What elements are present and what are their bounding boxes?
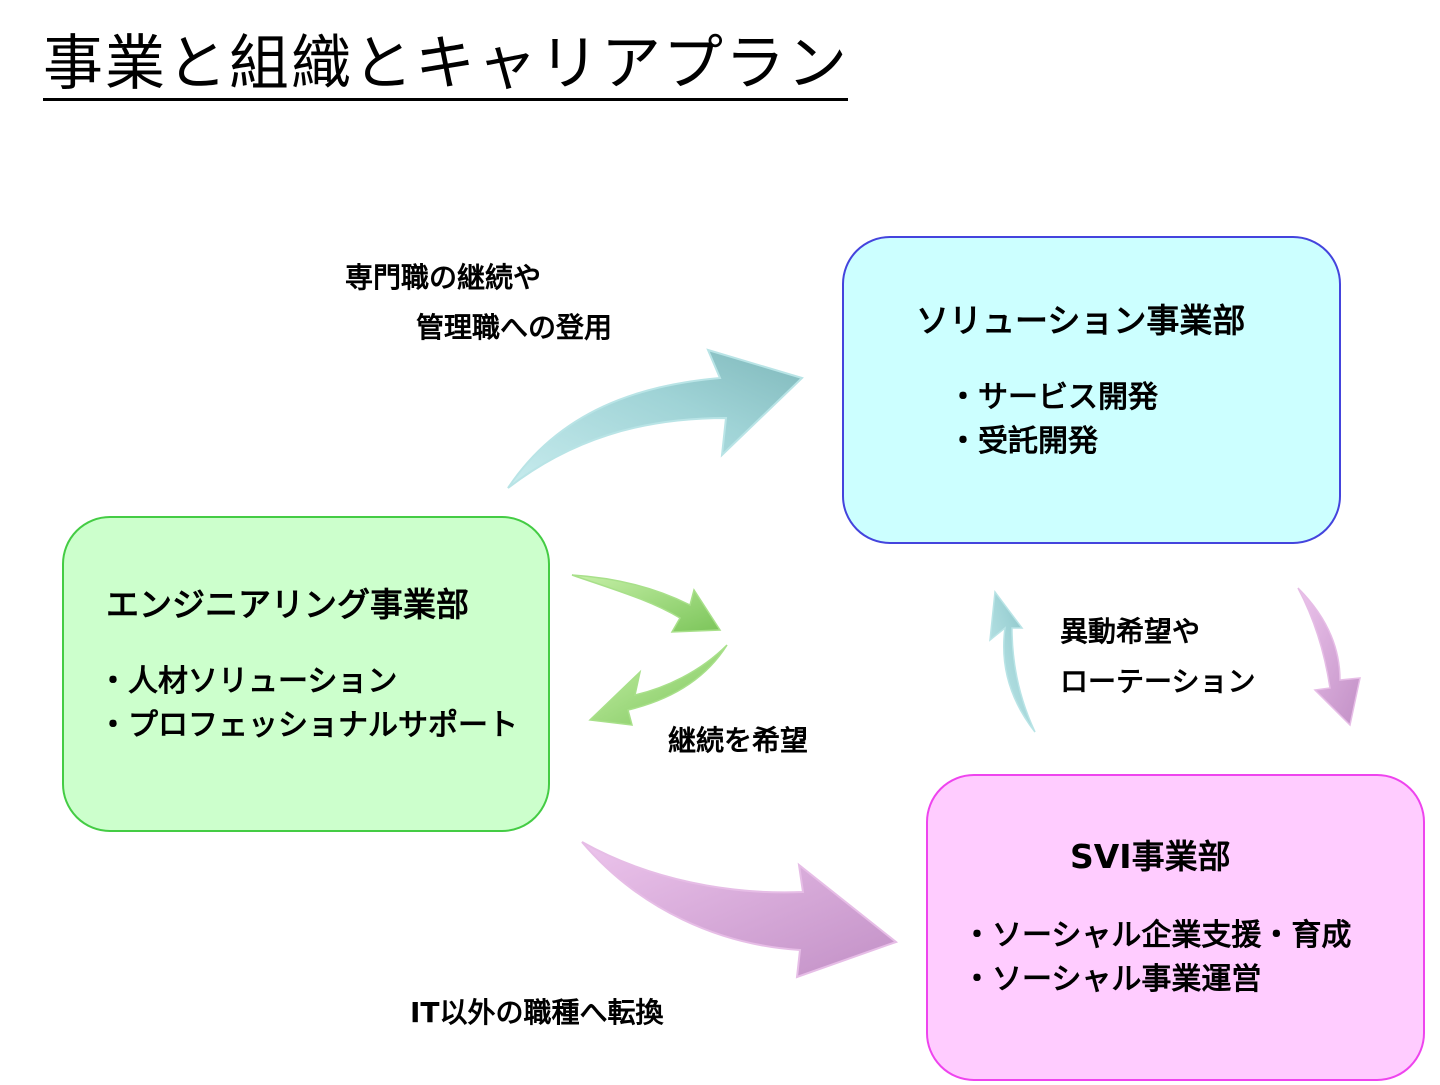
svi-department-title: SVI事業部 (1070, 837, 1231, 876)
solution-department-box: ソリューション事業部 ・サービス開発 ・受託開発 (842, 236, 1341, 544)
engineering-department-title: エンジニアリング事業部 (106, 585, 469, 624)
label-to-svi: IT以外の職種へ転換 (410, 996, 664, 1029)
label-rotation-line1: 異動希望や (1060, 615, 1201, 648)
label-to-solution-line1: 専門職の継続や (345, 261, 542, 294)
solution-department-title: ソリューション事業部 (916, 301, 1246, 340)
svi-item: ・ソーシャル事業運営 (962, 962, 1262, 997)
label-continue: 継続を希望 (668, 724, 809, 757)
label-to-solution-line2: 管理職への登用 (416, 311, 613, 344)
arrow-rotation-up-icon (989, 590, 1036, 733)
arrow-continue-left-icon (588, 644, 728, 726)
engineering-department-box: エンジニアリング事業部 ・人材ソリューション ・プロフェッショナルサポート (62, 516, 550, 832)
engineering-item: ・人材ソリューション (98, 664, 398, 699)
solution-department-items: ・サービス開発 ・受託開発 (948, 376, 1158, 464)
solution-item: ・受託開発 (948, 424, 1098, 459)
svi-department-box: SVI事業部 ・ソーシャル企業支援・育成 ・ソーシャル事業運営 (926, 774, 1425, 1081)
label-rotation-line2: ローテーション (1060, 665, 1256, 698)
page-title: 事業と組織とキャリアプラン (43, 29, 849, 99)
arrow-to-solution-icon (507, 348, 804, 489)
engineering-department-items: ・人材ソリューション ・プロフェッショナルサポート (98, 660, 518, 748)
arrow-to-svi-icon (581, 841, 899, 979)
arrow-continue-right-icon (571, 574, 722, 633)
solution-item: ・サービス開発 (948, 380, 1158, 415)
title-underline (43, 98, 848, 101)
svi-item: ・ソーシャル企業支援・育成 (962, 918, 1352, 953)
engineering-item: ・プロフェッショナルサポート (98, 708, 518, 743)
svi-department-items: ・ソーシャル企業支援・育成 ・ソーシャル事業運営 (962, 914, 1351, 1002)
arrow-rotation-down-icon (1297, 587, 1361, 727)
